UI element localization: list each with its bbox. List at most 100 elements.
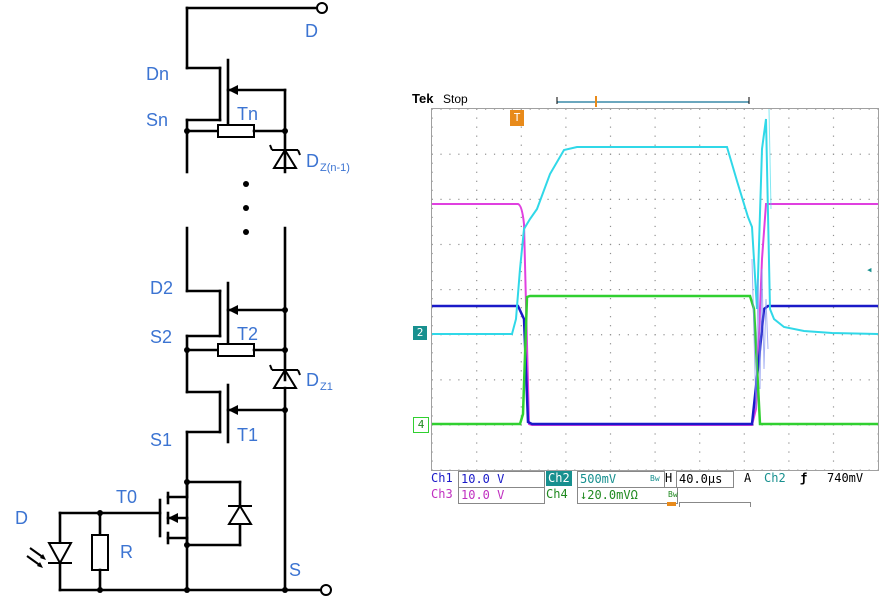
graticule-dot <box>806 243 808 246</box>
graticule-dot <box>645 153 647 155</box>
graticule-dot <box>699 334 701 336</box>
graticule-dot <box>565 316 567 318</box>
graticule-dot <box>565 298 567 300</box>
graticule-dot <box>654 289 656 291</box>
graticule-dot <box>788 451 790 453</box>
graticule-dot <box>779 198 781 200</box>
graticule-dot <box>770 334 772 336</box>
graticule-dot <box>815 334 817 336</box>
graticule-dot <box>832 307 835 309</box>
graticule-dot <box>618 469 621 471</box>
graticule-dot <box>654 198 656 200</box>
graticule-dot <box>565 207 567 209</box>
graticule-dot <box>743 144 745 146</box>
label-dz-n1: D <box>306 151 319 171</box>
graticule-dot <box>592 379 594 381</box>
graticule-dot <box>788 469 790 471</box>
graticule-dot <box>877 325 879 327</box>
acquisition-state: Stop <box>443 92 468 106</box>
graticule-dot <box>699 379 701 381</box>
graticule-dot <box>797 198 799 200</box>
graticule-dot <box>868 289 870 291</box>
graticule-dot <box>529 469 531 471</box>
body-diode-t0 <box>227 504 253 525</box>
graticule-dot <box>743 325 745 327</box>
graticule-dot <box>832 216 835 218</box>
transistor-t1 <box>185 383 288 592</box>
graticule-dot <box>538 153 540 155</box>
graticule-dot <box>627 469 629 471</box>
transistor-t0 <box>158 479 242 548</box>
graticule-dot <box>502 108 505 110</box>
label-d-photodiode: D <box>15 508 28 528</box>
label-dz1: D <box>306 370 319 390</box>
graticule-dot <box>788 406 790 408</box>
graticule-dot <box>476 442 478 444</box>
graticule-dot <box>690 379 692 381</box>
graticule-dot <box>672 334 674 336</box>
graticule-dot <box>520 442 522 444</box>
graticule-dot <box>663 198 665 200</box>
graticule-dot <box>431 406 433 408</box>
graticule-dot <box>841 469 844 471</box>
graticule-dot <box>832 126 835 128</box>
graticule-dot <box>868 198 870 200</box>
graticule-dot <box>743 307 745 309</box>
graticule-dot <box>592 469 594 471</box>
graticule-dot <box>565 406 567 408</box>
graticule-dot <box>877 144 879 146</box>
graticule-dot <box>654 316 656 318</box>
graticule-dot <box>832 270 835 273</box>
graticule-dot <box>850 243 852 246</box>
graticule-dot <box>592 243 594 246</box>
graticule-dot <box>699 397 701 399</box>
graticule-dot <box>565 216 567 218</box>
ch2-label: Ch2 <box>546 471 572 486</box>
graticule-dot <box>654 162 656 164</box>
label-dn: Dn <box>146 64 169 84</box>
graticule-dot <box>654 406 656 408</box>
graticule-dot <box>672 243 674 246</box>
graticule-dot <box>609 126 612 128</box>
graticule-dot <box>823 469 826 471</box>
graticule-dot <box>654 325 656 327</box>
zener-diode-dz-n1 <box>269 144 301 169</box>
graticule-dot <box>806 334 808 336</box>
oscilloscope-capture: Tek Stop T 2 4 ◂ Ch1 10.0 V <box>409 88 879 513</box>
graticule-dot <box>565 189 567 191</box>
graticule-dot <box>806 289 808 291</box>
graticule-dot <box>699 135 701 137</box>
graticule-dot <box>520 397 522 399</box>
graticule-dot <box>654 433 656 435</box>
graticule-dot <box>476 279 478 282</box>
graticule-dot <box>743 388 745 390</box>
graticule-dot <box>725 379 728 381</box>
graticule-dot <box>467 198 469 200</box>
label-dz-n1-sub: Z(n-1) <box>320 162 350 174</box>
transistor-t2 <box>184 226 288 394</box>
graticule-dot <box>609 171 612 173</box>
graticule-dot <box>788 198 790 200</box>
graticule-dot <box>654 234 656 237</box>
graticule-dot <box>832 469 835 471</box>
graticule-dot <box>690 243 692 246</box>
label-dz1-sub: Z1 <box>320 381 333 393</box>
graticule-dot <box>565 388 567 390</box>
graticule-dot <box>627 289 629 291</box>
graticule-dot <box>752 153 754 155</box>
graticule-dot <box>547 198 549 200</box>
graticule-dot <box>788 460 790 462</box>
graticule-dot <box>788 379 790 381</box>
graticule-dot <box>743 261 745 264</box>
graticule-dot <box>476 216 478 218</box>
graticule-dot <box>743 189 745 191</box>
graticule-dot <box>476 415 478 417</box>
label-tn: Tn <box>237 104 258 124</box>
graticule-dot <box>520 316 522 318</box>
graticule-dot <box>868 469 870 471</box>
graticule-dot <box>779 334 781 336</box>
continuation-dots <box>243 181 249 235</box>
graticule-dot <box>743 108 745 110</box>
graticule-dot <box>493 379 496 381</box>
graticule-dot <box>779 108 781 110</box>
